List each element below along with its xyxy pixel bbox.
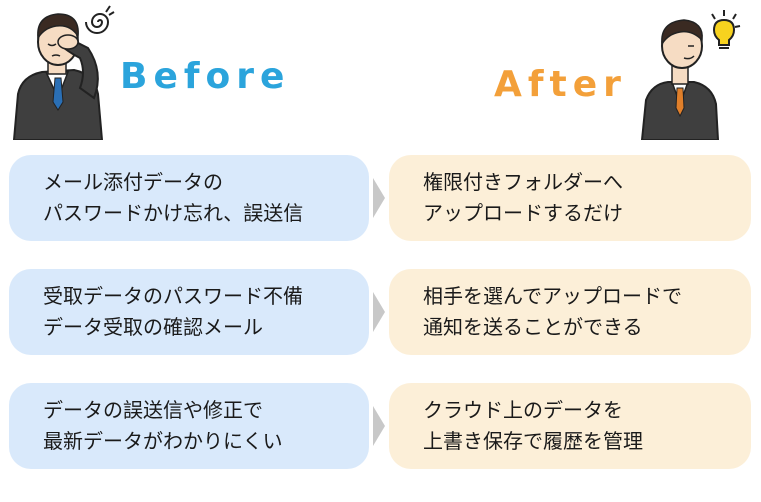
arrow-right-icon [373,178,385,218]
after-card-1: 権限付きフォルダーへ アップロードするだけ [389,155,751,241]
before-card-3: データの誤送信や修正で 最新データがわかりにくい [9,383,369,469]
after-card-3: クラウド上のデータを 上書き保存で履歴を管理 [389,383,751,469]
before-card-1: メール添付データの パスワードかけ忘れ、誤送信 [9,155,369,241]
after-card-text: クラウド上のデータを 上書き保存で履歴を管理 [423,398,643,453]
before-card-text: 受取データのパスワード不備 データ受取の確認メール [43,284,303,339]
worried-businessman-illustration [12,13,104,140]
after-card-text: 権限付きフォルダーへ アップロードするだけ [423,170,623,225]
lightbulb-icon [711,10,741,49]
before-card-text: メール添付データの パスワードかけ忘れ、誤送信 [43,170,304,225]
before-heading: Before [120,56,291,97]
before-card-2: 受取データのパスワード不備 データ受取の確認メール [9,269,369,355]
after-card-2: 相手を選んでアップロードで 通知を送ることができる [389,269,751,355]
after-card-text: 相手を選んでアップロードで 通知を送ることができる [423,284,682,339]
arrow-right-icon [373,292,385,332]
idea-businessman-illustration [640,19,720,140]
arrow-right-icon [373,406,385,446]
stress-swirl-icon [85,5,115,34]
before-card-text: データの誤送信や修正で 最新データがわかりにくい [43,398,283,453]
after-heading: After [494,64,627,105]
